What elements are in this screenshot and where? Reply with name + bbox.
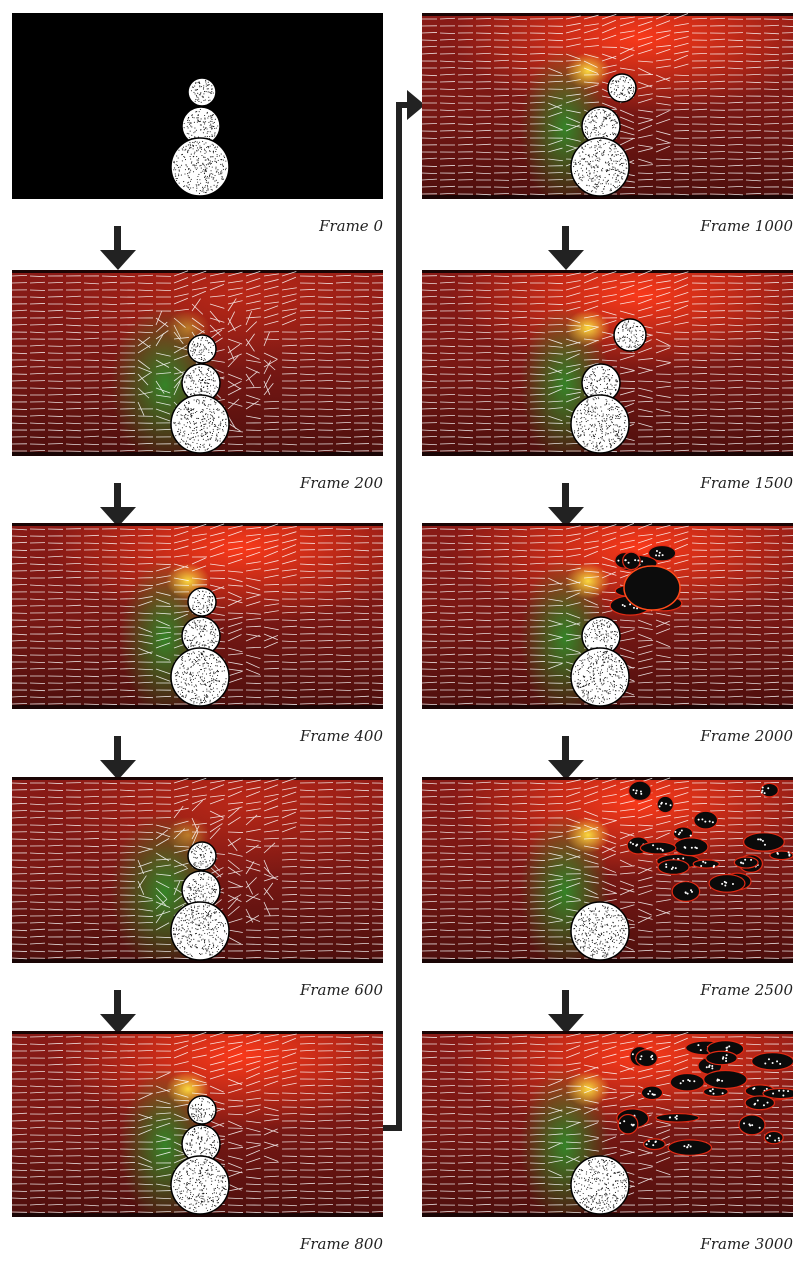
- simulation-frame-panel: [12, 1031, 383, 1217]
- snowball: [570, 137, 630, 197]
- simulation-frame-panel: [422, 13, 793, 199]
- down-arrow-icon: [548, 483, 584, 527]
- snowball: [570, 647, 630, 707]
- frame-caption: Frame 2500: [700, 981, 793, 999]
- simulation-frame-panel: [422, 270, 793, 456]
- snowball: [187, 77, 217, 107]
- down-arrow-icon: [100, 226, 136, 270]
- velocity-streamlines: [12, 270, 383, 453]
- frame-caption: Frame 600: [299, 981, 383, 999]
- snowball: [181, 870, 221, 910]
- frame-caption: Frame 2000: [700, 727, 793, 745]
- velocity-streamlines: [12, 1031, 383, 1214]
- down-arrow-icon: [100, 483, 136, 527]
- snowball: [187, 1095, 217, 1125]
- snowball: [187, 587, 217, 617]
- frame-caption: Frame 400: [299, 727, 383, 745]
- simulation-frame-panel: [12, 777, 383, 963]
- simulation-frame-panel: [422, 523, 793, 709]
- snow-debris: [609, 544, 683, 616]
- simulation-frame-panel: [422, 777, 793, 963]
- down-arrow-icon: [100, 736, 136, 780]
- snowball: [570, 394, 630, 454]
- snowball: [170, 394, 230, 454]
- frame-caption: Frame 800: [299, 1235, 383, 1253]
- snowball: [170, 137, 230, 197]
- snowball: [181, 106, 221, 146]
- snowball: [570, 901, 630, 961]
- simulation-frame-panel: [12, 270, 383, 456]
- snowball: [187, 334, 217, 364]
- frame-caption: Frame 0: [319, 217, 383, 235]
- snowball: [613, 318, 647, 352]
- simulation-frame-panel: [422, 1031, 793, 1217]
- frame-caption: Frame 200: [299, 474, 383, 492]
- snow-debris: [626, 780, 793, 902]
- velocity-streamlines: [422, 270, 793, 453]
- snowball: [607, 73, 637, 103]
- snowball: [187, 841, 217, 871]
- snowball: [570, 1155, 630, 1215]
- snowball: [170, 647, 230, 707]
- frame-caption: Frame 1500: [700, 474, 793, 492]
- down-arrow-icon: [548, 990, 584, 1034]
- down-arrow-icon: [548, 736, 584, 780]
- frame-caption: Frame 1000: [700, 217, 793, 235]
- simulation-frame-panel: [12, 523, 383, 709]
- simulation-frame-panel: [12, 13, 383, 199]
- snowball: [170, 1155, 230, 1215]
- snowball: [170, 901, 230, 961]
- snow-debris: [616, 1039, 793, 1156]
- snowball: [181, 1124, 221, 1164]
- down-arrow-icon: [100, 990, 136, 1034]
- frame-caption: Frame 3000: [700, 1235, 793, 1253]
- snowball: [581, 106, 621, 146]
- down-arrow-icon: [548, 226, 584, 270]
